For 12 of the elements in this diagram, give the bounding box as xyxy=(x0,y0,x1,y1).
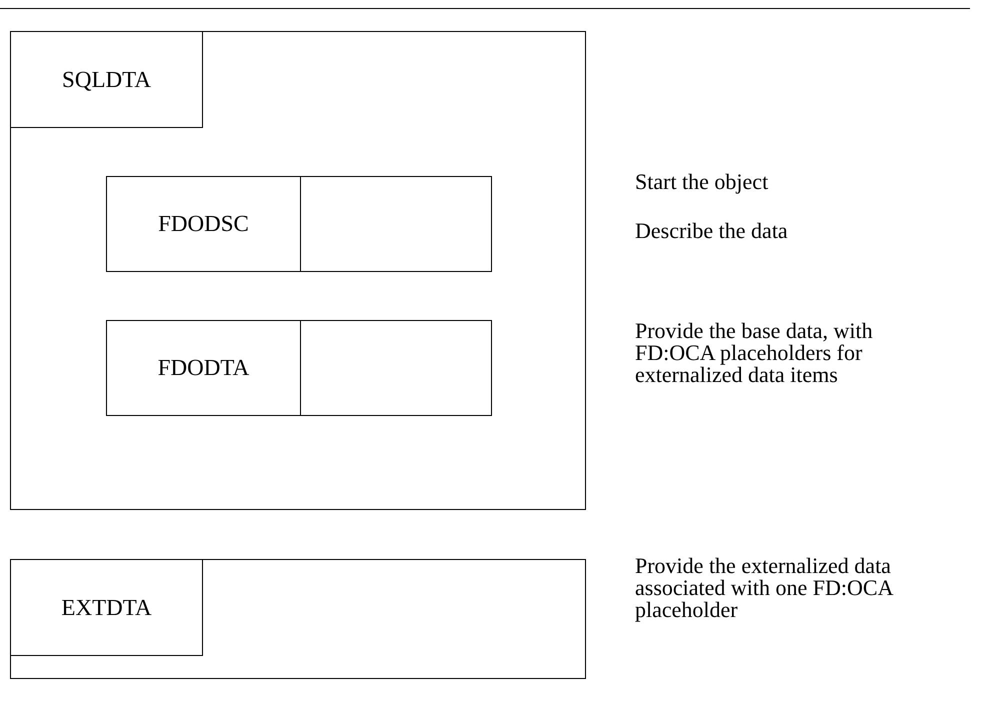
split-box xyxy=(106,320,492,416)
object-name: FDODTA xyxy=(158,355,250,381)
object-name-tag: SQLDTA xyxy=(10,31,203,128)
description-text: Provide the externalized data associated with one FD:OCA placeholder xyxy=(635,555,894,621)
split-box xyxy=(106,176,492,272)
structure-frame xyxy=(10,31,586,510)
object-name-tag: EXTDTA xyxy=(10,559,203,656)
description-text: Start the object xyxy=(635,171,770,193)
object-name: FDODSC xyxy=(158,211,249,237)
description-text: Describe the data xyxy=(635,220,789,242)
description-text: Provide the base data, with FD:OCA placeholders for externalized data items xyxy=(635,320,874,386)
structure-frame xyxy=(10,559,586,679)
